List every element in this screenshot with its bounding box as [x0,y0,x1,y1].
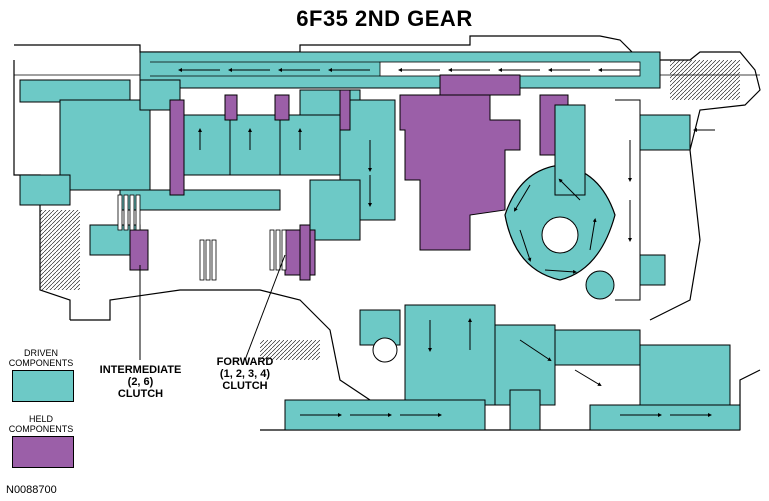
lower-driven-components [284,304,741,431]
intermediate-callout-line3: CLUTCH [117,388,164,400]
legend-driven-line2: COMPONENTS [8,358,74,368]
forward-callout-line1: FORWARD [216,356,274,368]
power-flow-arrows [178,68,715,417]
shaft-oil-passage [379,61,641,77]
forward-callout-line2: (1, 2, 3, 4) [219,368,271,380]
legend-driven-line1: DRIVEN [23,348,58,358]
legend-driven-swatch [12,370,74,402]
intermediate-callout-line1: INTERMEDIATE [99,364,182,376]
legend-held-line1: HELD [28,414,53,424]
forward-clutch-pack [269,229,287,271]
torque-converter [504,99,691,301]
intermediate-clutch-callout: INTERMEDIATE (2, 6) CLUTCH [88,364,193,400]
legend-held-swatch [12,436,74,468]
diagram-title: 6F35 2ND GEAR [296,6,473,31]
left-held-components [129,89,351,281]
figure-code: N0088700 [6,484,57,496]
section-hatching [40,60,740,360]
intermediate-clutch-pack [117,194,217,281]
legend-held-label: HELD COMPONENTS [6,414,76,434]
forward-clutch-leader [244,254,286,361]
forward-callout-line3: CLUTCH [222,380,268,392]
legend-held-line2: COMPONENTS [8,424,74,434]
forward-clutch-callout: FORWARD (1, 2, 3, 4) CLUTCH [200,356,290,392]
legend-driven-label: DRIVEN COMPONENTS [6,348,76,368]
intermediate-callout-line2: (2, 6) [127,376,154,388]
callout-leaders [139,254,286,361]
